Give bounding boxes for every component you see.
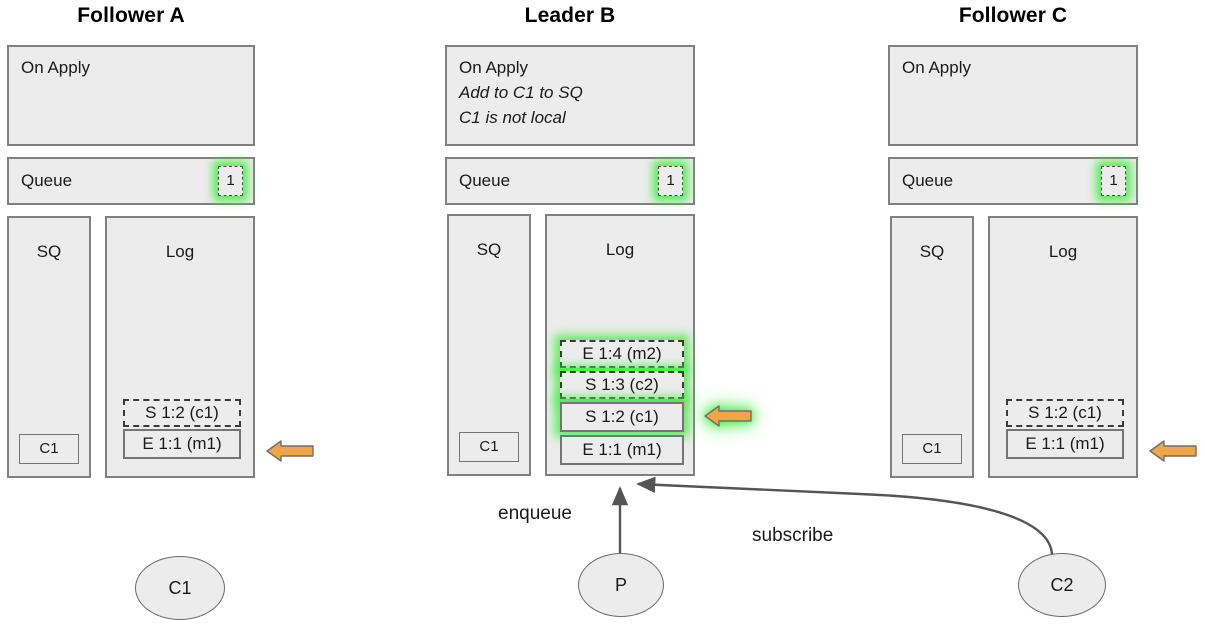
log-entry: S 1:2 (c1) [560,402,684,432]
queue-panel-follower-a: Queue 1 [7,157,255,205]
queue-badge-follower-a: 1 [218,166,243,196]
queue-badge-follower-c: 1 [1101,166,1126,196]
log-title-leader-b: Log [605,240,635,259]
log-panel-leader-b: Log E 1:4 (m2) S 1:3 (c2) S 1:2 (c1) E 1… [545,214,695,476]
sq-title-follower-c: SQ [919,242,945,261]
on-apply-panel-leader-b: On Apply Add to C1 to SQ C1 is not local [445,45,695,146]
sq-panel-follower-a: SQ C1 [7,216,91,478]
on-apply-text-follower-a: On Apply [21,55,90,80]
apply-pointer-arrow-follower-c [1148,438,1198,469]
column-title-follower-c: Follower C [958,4,1068,27]
on-apply-line-2-leader-b: C1 is not local [459,108,566,127]
log-entry: S 1:2 (c1) [123,399,241,427]
log-entry: E 1:4 (m2) [560,340,684,368]
log-entry: E 1:1 (m1) [560,435,684,465]
apply-pointer-arrow-follower-a [265,438,315,469]
queue-label-follower-c: Queue [902,171,954,190]
log-entry: E 1:1 (m1) [1006,429,1124,459]
client-circle-c1[interactable]: C1 [135,556,225,620]
sq-title-follower-a: SQ [36,242,62,261]
on-apply-text-follower-c: On Apply [902,55,971,80]
enqueue-edge-label: enqueue [498,503,572,524]
sq-item-follower-c: C1 [902,434,962,464]
log-panel-follower-a: Log S 1:2 (c1) E 1:1 (m1) [105,216,255,478]
column-title-leader-b: Leader B [524,4,616,27]
on-apply-title-follower-a: On Apply [21,58,90,77]
on-apply-text-leader-b: On Apply Add to C1 to SQ C1 is not local [459,55,583,130]
subscribe-line [636,476,1054,557]
column-title-follower-a: Follower A [77,4,185,27]
apply-pointer-arrow-leader-b [703,403,753,434]
sq-item-leader-b: C1 [459,432,519,462]
subscribe-edge-label: subscribe [752,525,834,546]
log-entry: E 1:1 (m1) [123,429,241,459]
sq-title-leader-b: SQ [476,240,502,259]
sq-panel-leader-b: SQ C1 [447,214,531,476]
queue-panel-leader-b: Queue 1 [445,157,695,205]
queue-badge-leader-b: 1 [658,166,683,196]
sq-panel-follower-c: SQ C1 [890,216,974,478]
log-entry: S 1:2 (c1) [1006,399,1124,427]
queue-label-follower-a: Queue [21,171,73,190]
log-panel-follower-c: Log S 1:2 (c1) E 1:1 (m1) [988,216,1138,478]
log-title-follower-c: Log [1048,242,1078,261]
log-title-follower-a: Log [165,242,195,261]
log-entry: S 1:3 (c2) [560,371,684,399]
on-apply-title-leader-b: On Apply [459,58,528,77]
on-apply-panel-follower-c: On Apply [888,45,1138,146]
queue-panel-follower-c: Queue 1 [888,157,1138,205]
sq-item-follower-a: C1 [19,434,79,464]
client-circle-p[interactable]: P [578,553,664,617]
client-circle-c2[interactable]: C2 [1018,553,1106,617]
on-apply-panel-follower-a: On Apply [7,45,255,146]
queue-label-leader-b: Queue [459,171,511,190]
on-apply-line-1-leader-b: Add to C1 to SQ [459,83,583,102]
on-apply-title-follower-c: On Apply [902,58,971,77]
